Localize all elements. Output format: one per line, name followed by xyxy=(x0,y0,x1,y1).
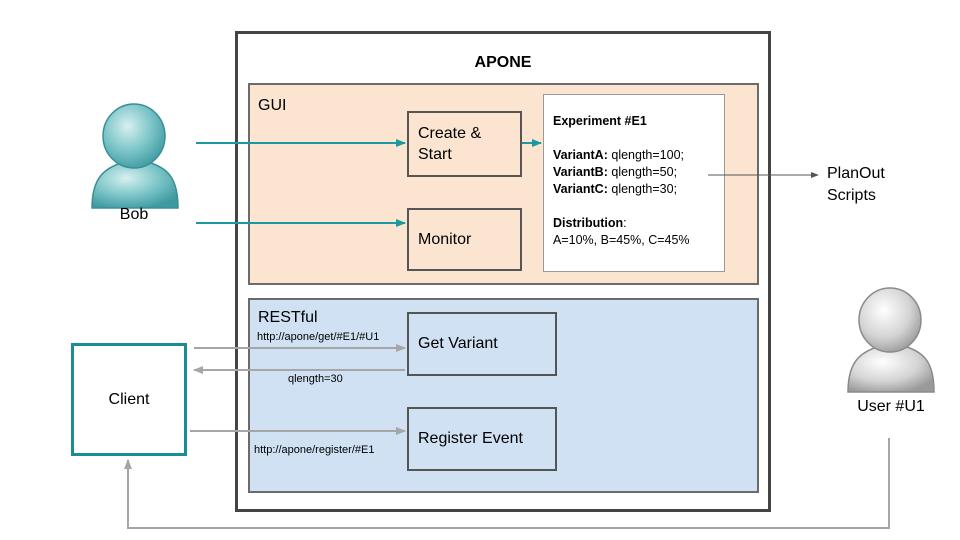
monitor-box: Monitor xyxy=(407,208,522,271)
register-event-box: Register Event xyxy=(407,407,557,471)
get-variant-url: http://apone/get/#E1/#U1 xyxy=(257,331,380,343)
restful-label: RESTful xyxy=(258,309,318,326)
create-start-box: Create & Start xyxy=(407,111,522,177)
variant-response-label: qlength=30 xyxy=(288,373,343,385)
experiment-card: Experiment #E1 VariantA: qlength=100; Va… xyxy=(543,94,725,272)
distribution-heading: Distribution: xyxy=(553,216,627,230)
user-person-icon xyxy=(847,287,935,393)
register-event-label: Register Event xyxy=(418,430,523,447)
user-label: User #U1 xyxy=(857,398,925,415)
planout-scripts-label: PlanOut Scripts xyxy=(827,165,885,204)
experiment-title: Experiment #E1 xyxy=(553,114,647,128)
variant-b-line: VariantB: qlength=50; xyxy=(553,165,678,179)
client-label: Client xyxy=(108,390,150,408)
apone-title: APONE xyxy=(474,54,532,71)
client-box: Client xyxy=(71,343,187,456)
variant-a-line: VariantA: qlength=100; xyxy=(553,148,685,162)
create-start-line-2: Start xyxy=(418,146,452,163)
user-to-client-arrow xyxy=(124,438,890,529)
register-event-url: http://apone/register/#E1 xyxy=(254,444,375,456)
gui-label: GUI xyxy=(258,97,287,114)
bob-label: Bob xyxy=(119,206,149,223)
create-start-line-1: Create & xyxy=(418,125,482,142)
distribution-values: A=10%, B=45%, C=45% xyxy=(553,233,690,247)
get-variant-label: Get Variant xyxy=(418,335,498,352)
monitor-label: Monitor xyxy=(418,230,472,248)
variant-c-line: VariantC: qlength=30; xyxy=(553,182,678,196)
bob-person-icon xyxy=(91,103,179,209)
get-variant-box: Get Variant xyxy=(407,312,557,376)
